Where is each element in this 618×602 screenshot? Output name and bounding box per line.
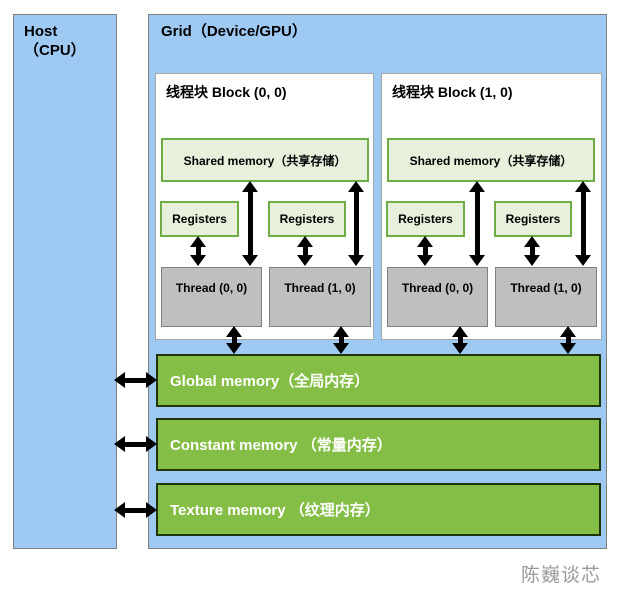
host-title: Host	[24, 23, 58, 40]
double-arrow-icon	[452, 326, 468, 354]
block-title: 线程块 Block (1, 0)	[392, 84, 513, 100]
double-arrow-icon	[114, 372, 157, 388]
grid-title: Grid（Device/GPU）	[161, 23, 307, 40]
registers-box: Registers	[268, 201, 346, 237]
thread-box-0-0: Thread (0, 0)	[387, 267, 488, 327]
thread-box-0-0: Thread (0, 0)	[161, 267, 262, 327]
thread-block-1-0: 线程块 Block (1, 0) Shared memory（共享存储） Reg…	[381, 73, 602, 340]
shared-memory-box: Shared memory（共享存储）	[387, 138, 595, 182]
constant-memory-bar: Constant memory （常量内存）	[156, 418, 601, 471]
double-arrow-icon	[560, 326, 576, 354]
double-arrow-icon	[348, 181, 364, 266]
texture-memory-bar: Texture memory （纹理内存）	[156, 483, 601, 536]
thread-box-1-0: Thread (1, 0)	[269, 267, 371, 327]
global-memory-bar: Global memory（全局内存）	[156, 354, 601, 407]
registers-box: Registers	[386, 201, 465, 237]
double-arrow-icon	[417, 236, 433, 266]
double-arrow-icon	[333, 326, 349, 354]
watermark-text: 陈巍谈芯	[520, 565, 601, 586]
double-arrow-icon	[524, 236, 540, 266]
double-arrow-icon	[469, 181, 485, 266]
host-cpu-panel: Host （CPU）	[13, 14, 117, 549]
thread-box-1-0: Thread (1, 0)	[495, 267, 597, 327]
double-arrow-icon	[226, 326, 242, 354]
double-arrow-icon	[242, 181, 258, 266]
registers-box: Registers	[494, 201, 572, 237]
host-subtitle: （CPU）	[24, 42, 86, 59]
double-arrow-icon	[190, 236, 206, 266]
shared-memory-box: Shared memory（共享存储）	[161, 138, 369, 182]
double-arrow-icon	[114, 502, 157, 518]
double-arrow-icon	[114, 436, 157, 452]
registers-box: Registers	[160, 201, 239, 237]
double-arrow-icon	[575, 181, 591, 266]
thread-block-0-0: 线程块 Block (0, 0) Shared memory（共享存储） Reg…	[155, 73, 374, 340]
block-title: 线程块 Block (0, 0)	[166, 84, 287, 100]
double-arrow-icon	[297, 236, 313, 266]
